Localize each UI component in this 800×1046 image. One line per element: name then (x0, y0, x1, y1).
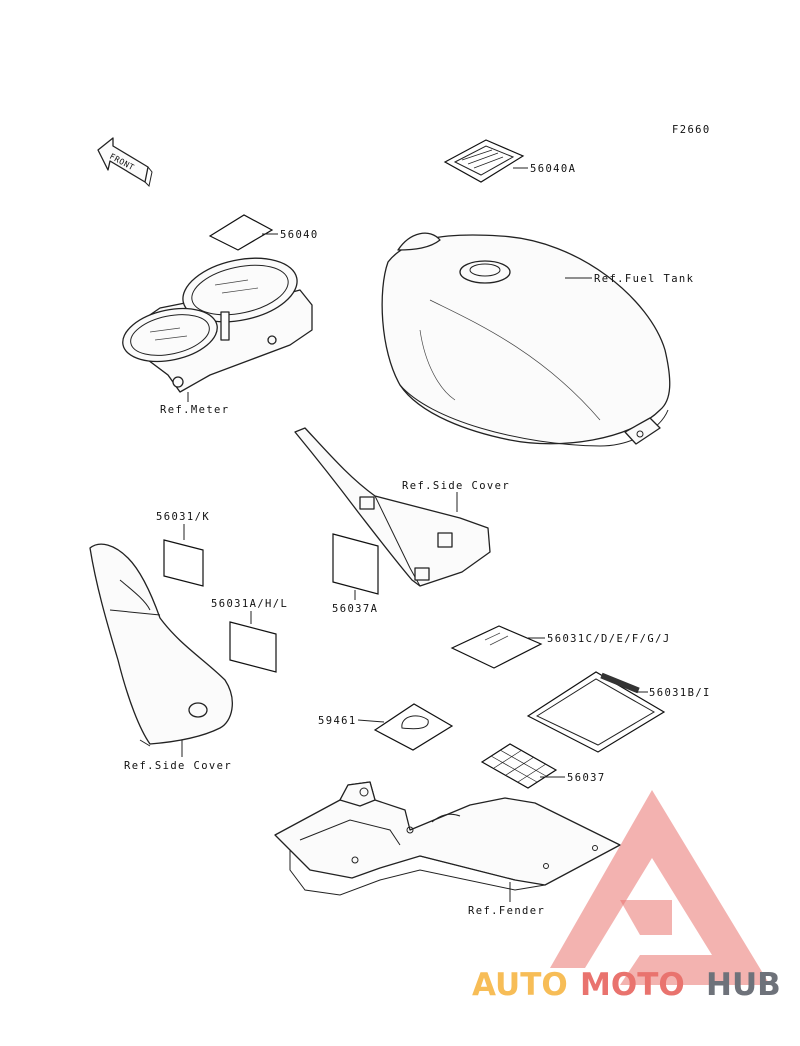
label-ref-side-cover-lower: Ref.Side Cover (124, 760, 232, 772)
watermark-triangle-icon (550, 790, 770, 985)
label-56031a-h-l: 56031A/H/L (211, 598, 288, 610)
label-ref-fuel-tank: Ref.Fuel Tank (594, 273, 694, 285)
label-59461: 59461 (318, 715, 357, 727)
label-56031-k: 56031/K (156, 511, 210, 523)
decal-56031a-h-l (229, 621, 277, 673)
label-56037a: 56037A (332, 603, 378, 615)
watermark-text-moto: MOTO (580, 967, 685, 1003)
decal-59461 (373, 703, 454, 751)
side-cover-upper (294, 427, 491, 587)
decal-56031b-i (526, 671, 666, 753)
fender-assembly (274, 781, 621, 896)
label-ref-fender: Ref.Fender (468, 905, 545, 917)
decal-56040 (208, 214, 274, 251)
fuel-tank (381, 232, 671, 447)
decal-56040a (443, 139, 525, 183)
figure-code: F2660 (672, 124, 711, 136)
front-arrow-icon: FRONT (97, 137, 153, 188)
watermark-logo: AUTO MOTO HUB (472, 790, 781, 1003)
label-56031b-i: 56031B/I (649, 687, 711, 699)
label-56040: 56040 (280, 229, 319, 241)
watermark-text-hub: HUB (706, 967, 781, 1003)
watermark-text-auto: AUTO (472, 967, 568, 1003)
label-ref-meter: Ref.Meter (160, 404, 230, 416)
label-56037: 56037 (567, 772, 606, 784)
side-cover-lower (89, 543, 233, 747)
decal-56037 (480, 743, 558, 789)
decal-56031-k (163, 539, 204, 587)
decal-56037a (332, 533, 379, 595)
label-56031c-d-e-f-g-j: 56031C/D/E/F/G/J (547, 633, 671, 645)
meter-assembly (122, 257, 313, 393)
label-ref-side-cover-upper: Ref.Side Cover (402, 480, 510, 492)
decal-56031c-j (450, 625, 543, 669)
label-56040a: 56040A (530, 163, 576, 175)
